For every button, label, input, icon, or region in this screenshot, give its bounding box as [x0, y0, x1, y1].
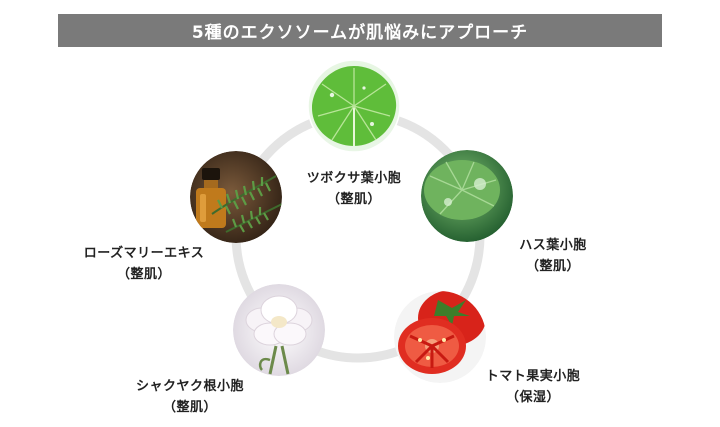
peony-label: シャクヤク根小胞 （整肌） [120, 376, 260, 418]
title-text: 5種のエクソソームが肌悩みにアプローチ [191, 23, 529, 43]
centella-name: ツボクサ葉小胞 [306, 171, 402, 186]
tomato-label: トマト果実小胞 （保湿） [473, 366, 593, 408]
rosemary-effect: （整肌） [116, 267, 171, 282]
peony-effect: （整肌） [162, 400, 217, 415]
centella-effect: （整肌） [326, 192, 381, 207]
title-banner: 5種のエクソソームが肌悩みにアプローチ [58, 14, 662, 47]
peony-flower-image [233, 284, 325, 376]
centella-leaf-image [308, 60, 400, 152]
tomato-name: トマト果実小胞 [485, 369, 581, 384]
lotus-label: ハス葉小胞 （整肌） [498, 235, 608, 277]
rosemary-oil-image [190, 151, 282, 243]
tomato-effect: （保湿） [505, 390, 560, 405]
lotus-leaf-image [421, 150, 513, 242]
rosemary-label: ローズマリーエキス （整肌） [64, 243, 224, 285]
lotus-name: ハス葉小胞 [519, 238, 587, 253]
tomato-image [394, 291, 486, 383]
centella-label: ツボクサ葉小胞 （整肌） [297, 168, 411, 210]
lotus-effect: （整肌） [525, 259, 580, 274]
peony-name: シャクヤク根小胞 [135, 379, 244, 394]
rosemary-name: ローズマリーエキス [83, 246, 205, 261]
